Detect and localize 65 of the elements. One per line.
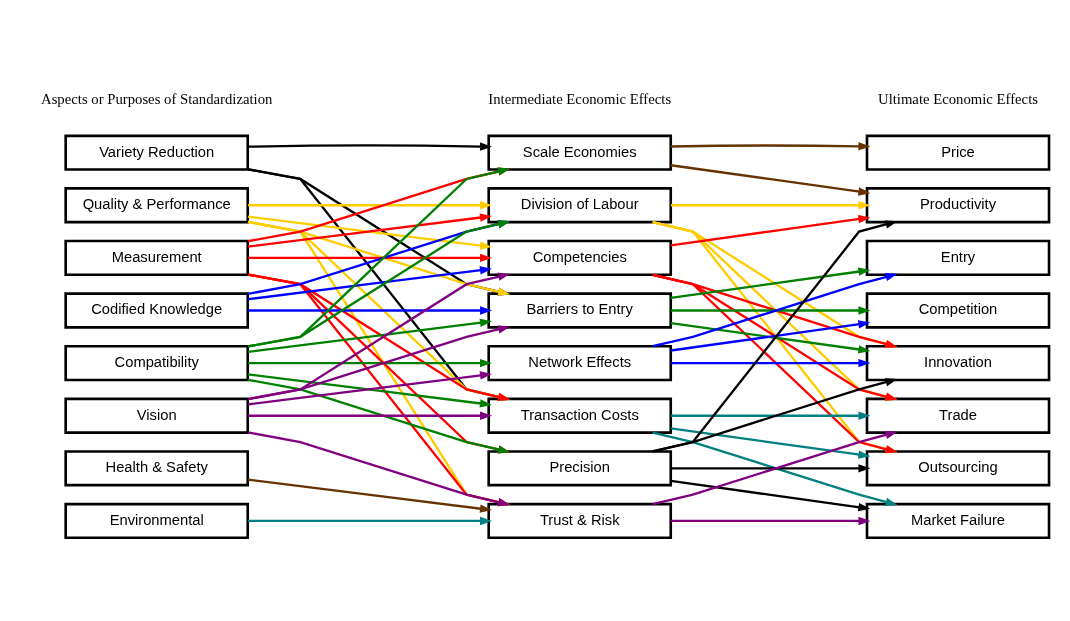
arrow — [652, 378, 898, 453]
label: Aspects or Purposes of Standardization — [41, 90, 273, 107]
arrow — [247, 167, 511, 348]
arrow — [248, 253, 493, 263]
arrow — [670, 411, 871, 420]
node-box: Outsourcing — [865, 450, 1051, 487]
node-box: Codified Knowledge — [64, 292, 250, 329]
arrow — [247, 220, 511, 401]
arrow — [652, 221, 898, 401]
arrow — [247, 378, 511, 454]
node-box: Variety Reduction — [64, 134, 250, 171]
arrow — [248, 306, 493, 315]
node-box: Compatibility — [64, 344, 250, 382]
node-box: Division of Labour — [487, 187, 673, 224]
node-box: Market Failure — [865, 502, 1051, 540]
arrow — [248, 358, 493, 368]
arrow — [247, 266, 492, 301]
node-box: Innovation — [865, 344, 1051, 382]
arrow — [247, 318, 492, 353]
arrow — [247, 325, 511, 401]
node-box: Entry — [865, 239, 1051, 277]
node-box: Quality & Performance — [64, 187, 250, 224]
node-box: Trade — [865, 397, 1051, 434]
node-box: Competencies — [487, 239, 673, 277]
arrow — [247, 168, 511, 296]
node-box: Transaction Costs — [487, 397, 673, 434]
arrow — [670, 214, 871, 247]
node-box: Barriers to Entry — [487, 292, 673, 329]
arrow — [247, 273, 511, 454]
node-box: Network Effects — [487, 344, 673, 382]
label: Intermediate Economic Effects — [488, 90, 672, 107]
arrow — [670, 201, 871, 210]
arrow — [247, 220, 511, 507]
arrow — [670, 479, 871, 512]
arrow — [670, 164, 871, 196]
arrow — [670, 358, 871, 368]
arrow — [247, 478, 492, 513]
arrow — [670, 516, 871, 526]
arrow — [670, 306, 871, 315]
node-box: Health & Safety — [64, 450, 250, 487]
arrow — [670, 142, 871, 151]
arrow — [670, 464, 871, 473]
arrow — [248, 516, 493, 526]
node-box: Scale Economies — [487, 134, 673, 171]
arrow — [247, 431, 511, 507]
arrow — [652, 273, 898, 454]
arrow — [247, 220, 511, 348]
arrow — [652, 273, 898, 401]
node-box: Productivity — [865, 187, 1051, 224]
node-box: Environmental — [64, 502, 250, 540]
arrow — [670, 267, 871, 300]
arrow — [248, 142, 493, 151]
node-box: Measurement — [64, 239, 250, 277]
arrow — [670, 427, 871, 459]
node-box: Vision — [64, 397, 250, 434]
node-box: Competition — [865, 292, 1051, 329]
arrow — [248, 201, 493, 210]
arrow — [247, 273, 511, 507]
arrow — [247, 168, 511, 401]
node-box: Price — [865, 134, 1051, 171]
arrow — [652, 221, 898, 349]
label: Ultimate Economic Effects — [878, 90, 1038, 107]
node-box: Trust & Risk — [487, 502, 673, 540]
node-box: Precision — [487, 450, 673, 487]
arrow — [248, 411, 493, 420]
